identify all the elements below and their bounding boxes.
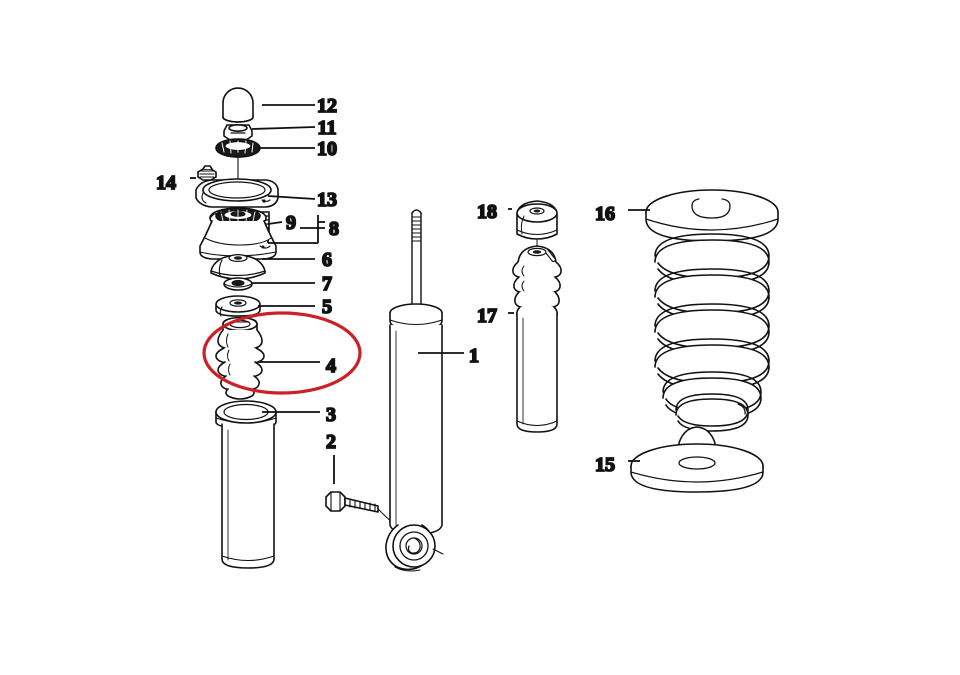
part-spacer-ring <box>215 295 261 317</box>
callout-label-8: 8 <box>329 218 339 240</box>
callout-label-12: 12 <box>317 95 337 117</box>
part-upper-spring-seat <box>645 189 779 242</box>
callout-17: 17 <box>476 304 514 328</box>
callout-label-3: 3 <box>326 404 336 426</box>
part-upper-spring-pad <box>210 254 266 280</box>
callout-label-9: 9 <box>286 212 296 234</box>
part-support-bearing-plate <box>195 178 279 208</box>
callout-16: 16 <box>594 202 650 226</box>
callout-2: 2 <box>325 430 337 484</box>
part-protective-tube <box>215 400 277 569</box>
callout-13: 13 <box>267 188 338 212</box>
callout-label-7: 7 <box>322 273 332 295</box>
callout-label-17: 17 <box>477 305 497 327</box>
part-dust-boot <box>512 245 562 433</box>
callout-label-16: 16 <box>595 203 615 225</box>
callout-18: 18 <box>476 200 512 224</box>
callout-11: 11 <box>251 116 337 140</box>
part-coil-spring <box>654 233 770 432</box>
callout-4: 4 <box>258 354 337 378</box>
callout-12: 12 <box>262 94 338 118</box>
callout-label-13: 13 <box>317 189 337 211</box>
callout-8: 8 <box>300 217 340 241</box>
callout-10: 10 <box>258 137 338 161</box>
callout-3: 3 <box>262 403 337 427</box>
callout-label-5: 5 <box>322 296 332 318</box>
part-strut-mount <box>199 207 277 260</box>
callout-9: 9 <box>267 211 297 235</box>
part-hex-bolt-small <box>197 165 217 193</box>
callout-label-4: 4 <box>326 355 336 377</box>
part-lower-spring-pad <box>630 426 764 493</box>
callout-15: 15 <box>594 453 640 477</box>
callout-label-6: 6 <box>322 249 332 271</box>
part-bump-stop-cap <box>516 200 558 249</box>
callout-label-10: 10 <box>317 138 337 160</box>
callout-14: 14 <box>155 171 196 195</box>
part-washer <box>223 277 253 291</box>
callout-5: 5 <box>258 295 333 319</box>
callout-label-18: 18 <box>477 201 497 223</box>
callout-label-14: 14 <box>156 172 176 194</box>
callout-label-1: 1 <box>469 345 479 367</box>
part-shock-absorber <box>385 209 444 572</box>
callout-bracket-8 <box>267 215 325 244</box>
callout-label-11: 11 <box>318 117 337 139</box>
callout-label-15: 15 <box>595 454 615 476</box>
part-protective-cap <box>222 87 254 123</box>
part-collar-nut <box>223 124 253 141</box>
callout-label-2: 2 <box>326 431 336 453</box>
leader-line-9 <box>267 221 283 225</box>
leader-line-13 <box>267 195 316 200</box>
leader-line-11 <box>251 126 316 130</box>
callout-7: 7 <box>252 272 333 296</box>
callout-ellipse <box>202 311 362 395</box>
callout-1: 1 <box>418 344 480 368</box>
callout-6: 6 <box>262 248 333 272</box>
